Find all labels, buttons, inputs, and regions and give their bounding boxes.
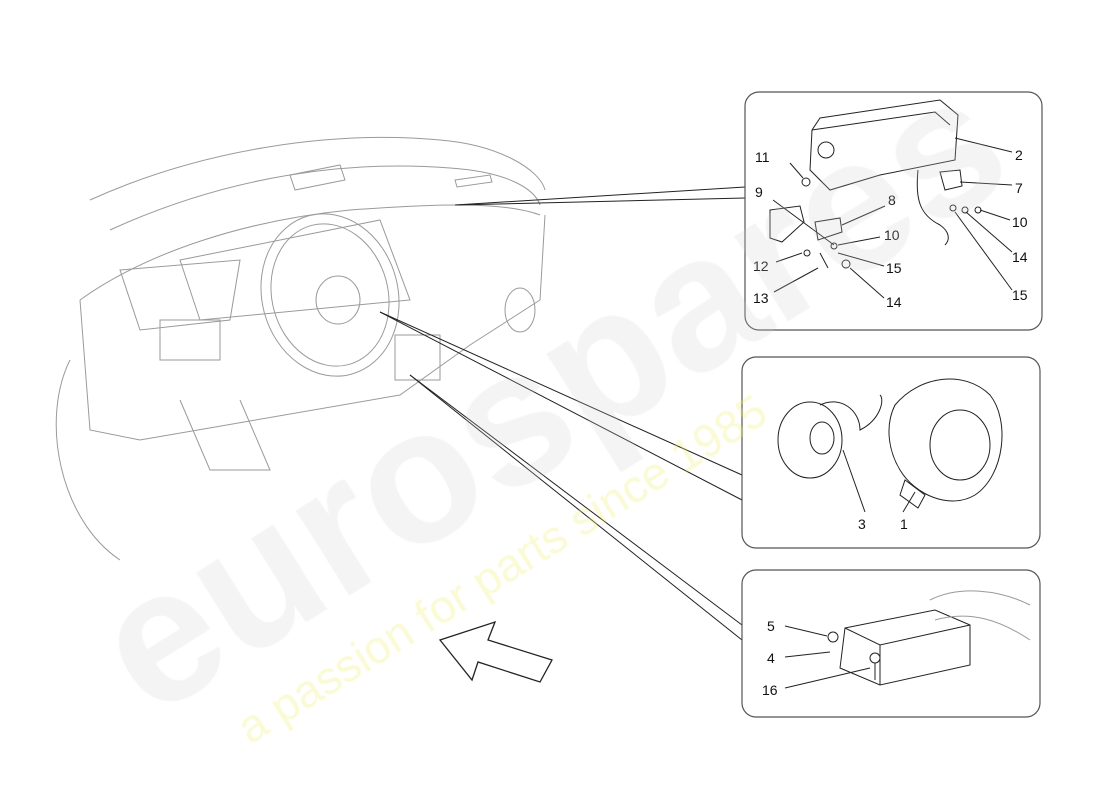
callout-15: 15 <box>1012 287 1028 303</box>
leader-line <box>409 374 743 626</box>
leader-line <box>454 186 746 206</box>
callout-7: 7 <box>1015 180 1023 196</box>
callout-10: 10 <box>1012 214 1028 230</box>
panel-airbag-control-unit: 5 4 16 <box>741 569 1041 718</box>
callout-1: 1 <box>900 516 908 532</box>
leader-line <box>379 311 743 501</box>
callout-13: 13 <box>753 290 769 306</box>
callout-14: 14 <box>1012 249 1028 265</box>
callout-16: 16 <box>762 682 778 698</box>
panel-passenger-airbag: 11 9 2 7 8 10 10 12 15 14 13 14 15 <box>744 91 1043 331</box>
view-direction-arrow-icon <box>438 620 553 683</box>
callout-11: 11 <box>755 149 770 165</box>
callout-12: 12 <box>753 258 769 274</box>
dashboard-illustration <box>55 137 546 561</box>
callout-3: 3 <box>858 516 866 532</box>
panel-driver-airbag: 3 1 <box>741 356 1041 549</box>
callout-4: 4 <box>767 650 775 666</box>
leader-line <box>454 197 746 206</box>
callout-15: 15 <box>886 260 902 276</box>
callout-9: 9 <box>755 184 763 200</box>
callout-2: 2 <box>1015 147 1023 163</box>
callout-5: 5 <box>767 618 775 634</box>
leader-line <box>409 374 743 641</box>
callout-10: 10 <box>884 227 900 243</box>
callout-8: 8 <box>888 192 896 208</box>
callout-14: 14 <box>886 294 902 310</box>
